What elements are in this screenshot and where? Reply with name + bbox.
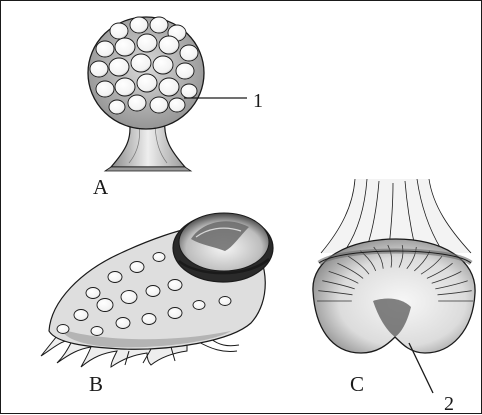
- cell-a-7: [159, 36, 179, 54]
- label-a: A: [93, 177, 108, 198]
- cell-a-21: [150, 97, 168, 113]
- specimen-c-illustration: [313, 179, 475, 353]
- cell-a-5: [115, 38, 135, 56]
- bump-b-1: [108, 272, 122, 283]
- bump-b-14: [57, 325, 69, 334]
- cell-a-13: [176, 63, 194, 79]
- bump-b-15: [219, 297, 231, 306]
- bump-b-9: [91, 327, 103, 336]
- bump-b-3: [153, 253, 165, 262]
- cell-a-19: [109, 100, 125, 114]
- label-c: C: [350, 374, 364, 395]
- bump-b-5: [97, 299, 113, 312]
- callout-label-2: 2: [444, 394, 454, 415]
- cell-a-10: [109, 58, 129, 76]
- bump-b-0: [86, 288, 100, 299]
- cell-a-4: [96, 41, 114, 57]
- bump-b-8: [168, 280, 182, 291]
- cell-a-20: [128, 95, 146, 111]
- cell-a-16: [137, 74, 157, 92]
- cell-a-18: [181, 84, 197, 98]
- cell-a-8: [180, 45, 198, 61]
- bump-b-13: [193, 301, 205, 310]
- label-b: B: [89, 374, 103, 395]
- bump-b-2: [130, 262, 144, 273]
- cell-a-22: [169, 98, 185, 112]
- callout-label-1: 1: [253, 91, 263, 112]
- bump-b-11: [142, 314, 156, 325]
- cell-a-1: [130, 17, 148, 33]
- cell-a-11: [131, 54, 151, 72]
- bump-b-12: [168, 308, 182, 319]
- cell-a-15: [115, 78, 135, 96]
- bump-b-7: [146, 286, 160, 297]
- cell-a-14: [96, 81, 114, 97]
- bump-b-4: [74, 310, 88, 321]
- cell-a-17: [159, 78, 179, 96]
- bump-b-6: [121, 291, 137, 304]
- cell-a-9: [90, 61, 108, 77]
- cell-a-2: [150, 17, 168, 33]
- cell-a-6: [137, 34, 157, 52]
- specimen-a-illustration: [88, 17, 204, 171]
- cell-a-0: [110, 23, 128, 39]
- bump-b-10: [116, 318, 130, 329]
- specimen-b-illustration: [41, 213, 273, 367]
- cell-a-12: [153, 56, 173, 74]
